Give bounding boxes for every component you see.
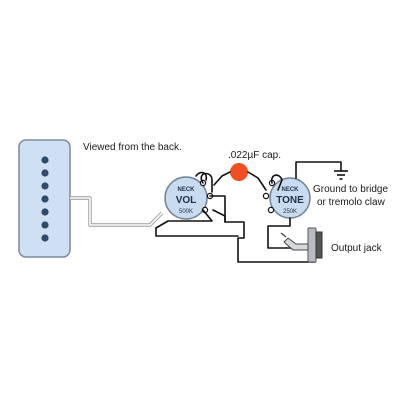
ground-label-line-1: Ground to bridge (313, 184, 388, 195)
tone-lug-3 (267, 206, 275, 214)
capacitor-label: .022µF cap. (228, 150, 281, 161)
volume-pot-main-label: VOL (176, 195, 197, 206)
capacitor (230, 163, 248, 181)
pickup-pole-pieces (41, 156, 49, 242)
volume-pot-top-label: NECK (177, 187, 195, 193)
volume-pot: NECK VOL 500K (164, 176, 214, 220)
volume-pot-value-label: 500K (179, 209, 193, 215)
tone-pot-top-label: NECK (281, 187, 299, 193)
tone-pot: NECK TONE 250K (262, 177, 311, 219)
output-jack-icon (280, 227, 323, 263)
wires (155, 161, 342, 263)
capacitor-body (230, 163, 248, 181)
tone-pot-value-label: 250K (283, 209, 297, 215)
output-jack-label: Output jack (331, 243, 383, 254)
tone-lug-2 (262, 192, 270, 200)
tone-pot-main-label: TONE (276, 195, 304, 206)
viewed-from-back-label: Viewed from the back. (83, 142, 182, 153)
neck-pickup (18, 139, 71, 258)
ground-label-line-2: or tremolo claw (317, 197, 386, 208)
ground-symbol-icon (334, 170, 348, 180)
pickup-lead-wire (70, 196, 164, 227)
